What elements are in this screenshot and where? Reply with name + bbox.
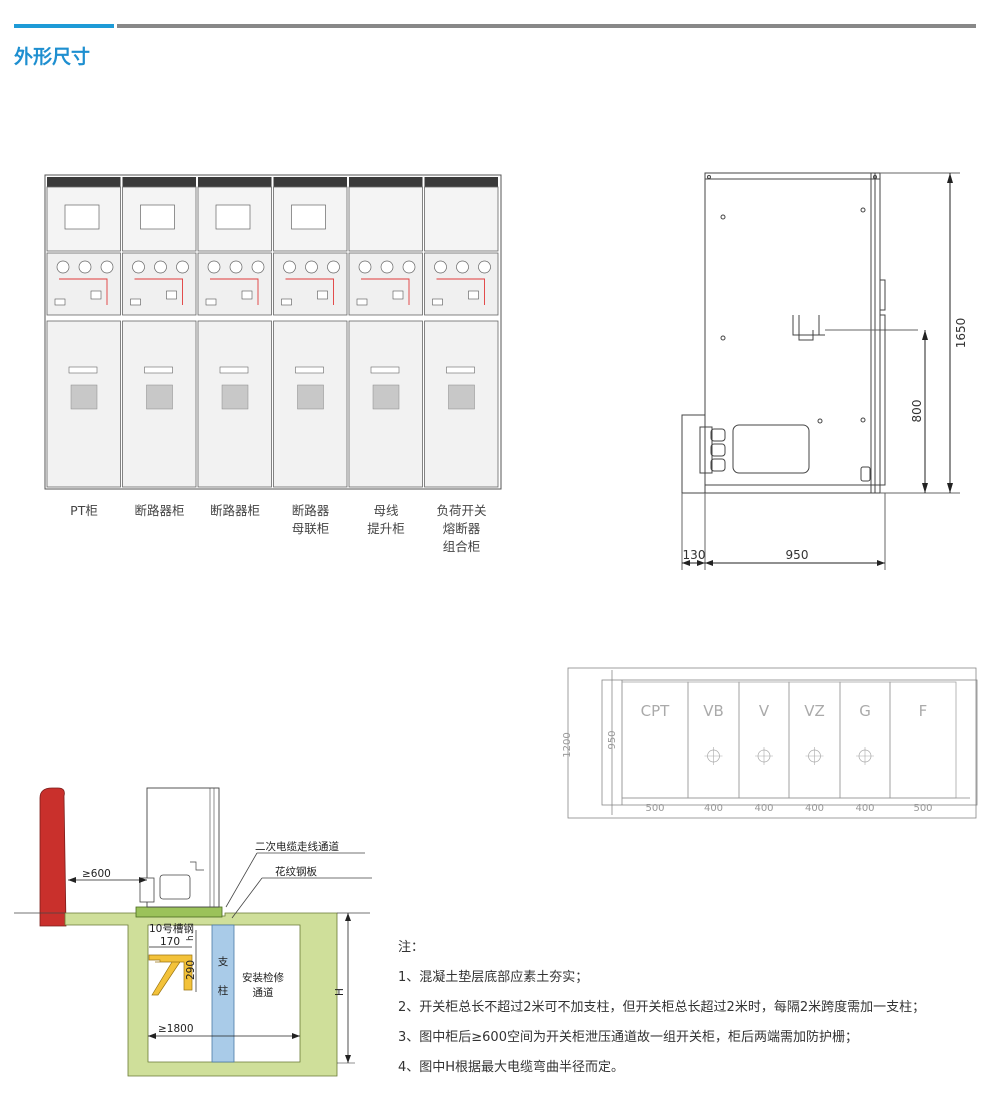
pillar-text-2: 柱 — [218, 984, 229, 997]
plan-depth-outer: 1200 — [562, 732, 573, 757]
header-accent-bar — [14, 24, 114, 28]
plan-unit-code: G — [859, 702, 871, 720]
cabinet-label: 断路器母联柜 — [273, 502, 349, 538]
notes: 注： 1、混凝土垫层底部应素土夯实； 2、开关柜总长不超过2米可不加支柱，但开关… — [398, 936, 998, 1086]
plan-unit: VZ 400 — [788, 681, 841, 814]
wall — [39, 787, 67, 927]
label-channel-steel: 10号槽钢 — [149, 922, 194, 935]
dim-height-mid: 800 — [910, 400, 924, 423]
plan-unit-code: VZ — [804, 702, 825, 720]
plan-unit: VB 400 — [687, 681, 740, 814]
floor-plan-view: CPT 500 VB 400 V 400 VZ 400 G 400 F 500 1200 950 — [562, 667, 978, 819]
rear-cable-box — [681, 414, 706, 494]
plan-unit-width: 500 — [913, 803, 932, 814]
note-4: 4、图中H根据最大电缆弯曲半径而定。 — [398, 1060, 625, 1075]
cabinet-label-line: 组合柜 — [442, 539, 481, 554]
cabinet-front — [122, 177, 197, 488]
dim-h-small: h — [186, 935, 196, 941]
plan-unit-width: 400 — [704, 803, 723, 814]
dim-depth-rear: 130 — [683, 548, 706, 562]
dim-170: 170 — [160, 936, 180, 948]
cabinet-side-view: 1650 800 130 950 — [681, 172, 968, 570]
plan-unit-width: 400 — [805, 803, 824, 814]
cabinet-label-line: 熔断器 — [442, 521, 481, 536]
dim-width: ≥1800 — [158, 1023, 194, 1035]
page-title: 外形尺寸 — [14, 46, 91, 68]
cabinet-label-line: 断路器柜 — [209, 503, 260, 518]
cabinet-front — [348, 177, 423, 488]
cabinet-label-line: 负荷开关 — [436, 503, 487, 518]
dim-H: H — [334, 988, 346, 996]
label-cable-channel: 二次电缆走线通道 — [255, 840, 339, 853]
concrete — [64, 908, 338, 1077]
cabinet-front — [197, 177, 272, 488]
plan-unit: V 400 — [738, 681, 790, 814]
cabinet-label-line: 断路器 — [291, 503, 330, 518]
plan-unit-code: F — [919, 702, 928, 720]
plan-unit-code: CPT — [641, 702, 671, 720]
dim-depth-main: 950 — [786, 548, 809, 562]
plan-unit-code: V — [759, 702, 770, 720]
cabinet-front — [424, 177, 499, 488]
cabinet-label: PT柜 — [46, 502, 122, 520]
label-steel-plate: 花纹钢板 — [275, 865, 317, 878]
rear-clearance-dim: ≥600 — [82, 868, 111, 880]
cabinet-front — [273, 177, 348, 488]
cabinet-label-line: 断路器柜 — [134, 503, 185, 518]
dim-290: 290 — [185, 960, 197, 980]
dim-height-total: 1650 — [954, 318, 968, 349]
pillar-text-1: 支 — [218, 956, 229, 968]
cabinet-label: 断路器柜 — [197, 502, 273, 520]
maintenance-text-1: 安装检修 — [242, 971, 284, 984]
plan-unit: G 400 — [839, 681, 891, 814]
installation-section: ≥600 二次电缆走线通道 花纹钢板 10号槽钢 h 170 290 支 柱 安… — [14, 787, 372, 1077]
note-1: 1、混凝土垫层底部应素土夯实； — [398, 970, 589, 985]
cabinet-label-line: PT柜 — [70, 503, 98, 518]
plan-unit-width: 400 — [855, 803, 874, 814]
cabinet-front-view — [44, 174, 502, 490]
steel-bracket — [148, 954, 193, 996]
plan-unit: F 500 — [889, 681, 957, 814]
plan-unit-width: 500 — [645, 803, 664, 814]
pillar — [211, 924, 235, 1063]
notes-heading: 注： — [398, 940, 425, 955]
maintenance-text-2: 通道 — [253, 986, 274, 999]
plan-unit-code: VB — [703, 702, 724, 720]
cabinet-front — [46, 177, 121, 488]
note-3: 3、图中柜后≥600空间为开关柜泄压通道故一组开关柜，柜后两端需加防护栅； — [398, 1030, 858, 1045]
header-divider — [117, 24, 976, 28]
plan-depth-inner: 950 — [607, 730, 618, 749]
cabinet-label: 负荷开关熔断器组合柜 — [424, 502, 500, 556]
plan-unit: CPT 500 — [621, 681, 689, 814]
cabinet-label-line: 母联柜 — [291, 521, 330, 536]
cabinet-label: 母线提升柜 — [348, 502, 424, 538]
cabinet-label: 断路器柜 — [122, 502, 198, 520]
note-2: 2、开关柜总长不超过2米可不加支柱，但开关柜总长超过2米时，每隔2米跨度需加一支… — [398, 1000, 926, 1015]
cabinet-label-line: 提升柜 — [367, 521, 405, 536]
plan-unit-width: 400 — [754, 803, 773, 814]
cabinet-label-line: 母线 — [373, 503, 399, 518]
